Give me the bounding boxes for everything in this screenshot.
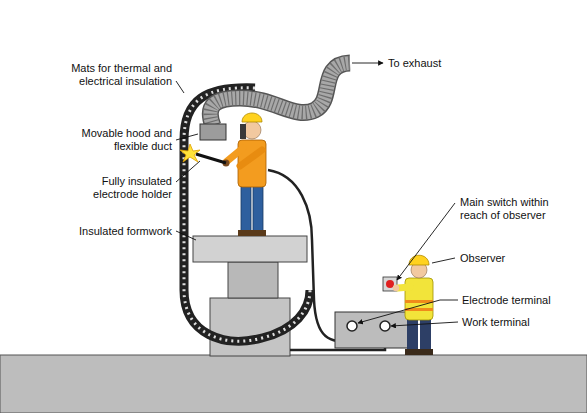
mat-texture	[184, 88, 310, 341]
callout-label: Mats for thermal and electrical insulati…	[71, 62, 172, 87]
flexible-duct	[210, 63, 350, 126]
callout-label: Movable hood and flexible duct	[81, 127, 172, 152]
welding-machine	[335, 312, 411, 348]
callout-label: Electrode terminal	[462, 294, 551, 306]
duct-body	[210, 63, 350, 126]
work-terminal	[380, 321, 390, 331]
switch-button	[386, 280, 394, 288]
callout-label-box: Electrode terminal	[462, 294, 572, 307]
callout-label-box: Movable hood and flexible duct	[72, 127, 172, 153]
column	[228, 262, 278, 298]
leader-lines	[176, 63, 458, 326]
callout-label: Observer	[460, 252, 505, 264]
observer-figure	[393, 255, 433, 355]
callout-label: Work terminal	[462, 316, 530, 328]
callout-label-box: Insulated formwork	[52, 225, 172, 238]
movable-hood	[200, 124, 226, 140]
callout-label-box: Work terminal	[462, 316, 572, 329]
callout-label-box: To exhaust	[388, 57, 478, 70]
callout-label: To exhaust	[388, 57, 441, 69]
callout-label: Fully insulated electrode holder	[93, 175, 172, 200]
callout-label-box: Mats for thermal and electrical insulati…	[52, 62, 172, 88]
callout-label-box: Main switch within reach of observer	[460, 196, 560, 222]
ground	[0, 355, 587, 413]
duct-corrugation	[210, 63, 350, 126]
callout-label-box: Observer	[460, 252, 560, 265]
electrode-terminal	[347, 321, 357, 331]
callout-label: Main switch within reach of observer	[460, 196, 549, 221]
pedestal	[210, 298, 290, 356]
welder-figure	[196, 113, 266, 236]
insulation-mat	[184, 88, 310, 341]
callout-label: Insulated formwork	[79, 225, 172, 237]
callout-label-box: Fully insulated electrode holder	[82, 175, 172, 201]
insulated-formwork	[193, 236, 307, 262]
